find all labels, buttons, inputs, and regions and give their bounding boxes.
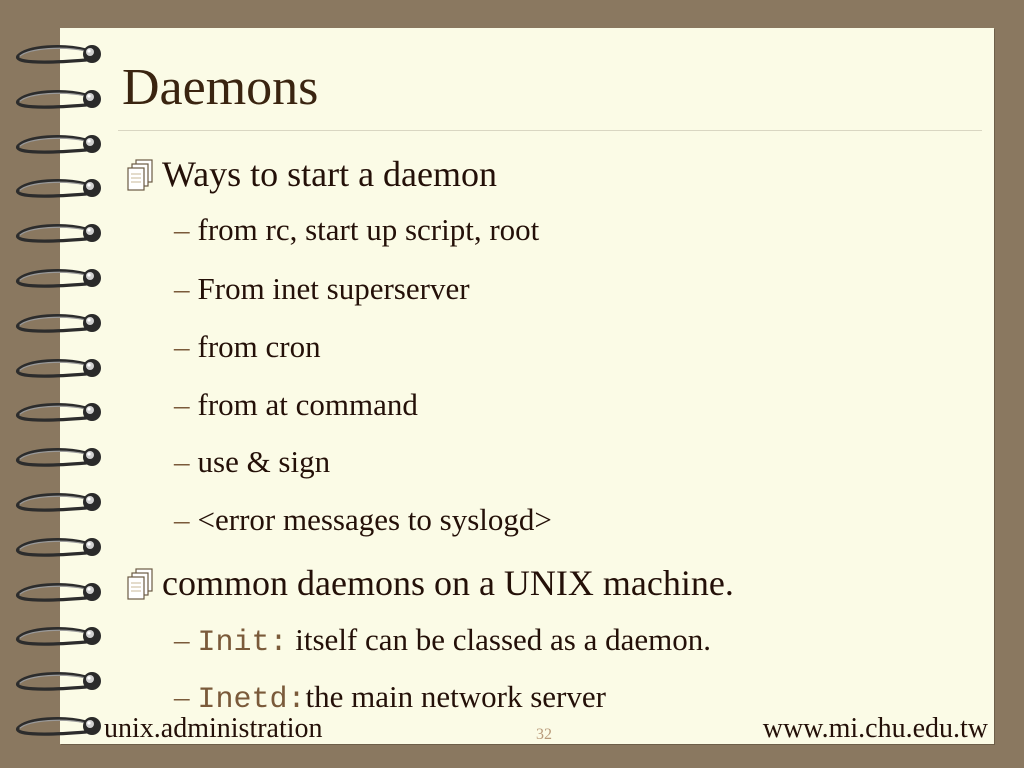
- dash-marker: –: [174, 271, 190, 306]
- code-term: Init:: [197, 626, 288, 660]
- spiral-ring-icon: [16, 537, 101, 557]
- spiral-ring-icon: [16, 358, 101, 378]
- item-text: use & sign: [197, 444, 331, 479]
- slide-page: [60, 28, 994, 744]
- heading-text: Ways to start a daemon: [162, 154, 498, 194]
- list-item: –<error messages to syslogd>: [174, 504, 552, 535]
- item-text: <error messages to syslogd>: [197, 502, 552, 537]
- list-item: –From inet superserver: [174, 273, 470, 304]
- notepad-icon: [127, 159, 153, 191]
- list-item: –Inetd:the main network server: [174, 681, 606, 715]
- spiral-ring-icon: [16, 627, 101, 647]
- list-item: –use & sign: [174, 446, 330, 477]
- spiral-ring-icon: [16, 269, 101, 288]
- spiral-ring-icon: [16, 448, 101, 467]
- dash-marker: –: [174, 679, 190, 714]
- spiral-ring-icon: [16, 134, 101, 154]
- footer-course: unix.administration: [104, 713, 323, 744]
- list-item: –from at command: [174, 389, 418, 420]
- item-text: from at command: [197, 387, 418, 422]
- notepad-icon: [127, 568, 153, 600]
- footer-website: www.mi.chu.edu.tw: [762, 713, 988, 744]
- list-item: –from cron: [174, 331, 321, 362]
- spiral-ring-icon: [16, 179, 101, 199]
- heading-text: common daemons on a UNIX machine.: [162, 563, 734, 603]
- spiral-ring-icon: [16, 582, 101, 602]
- spiral-ring-icon: [16, 493, 101, 512]
- spiral-ring-icon: [16, 45, 101, 64]
- spiral-ring-icon: [16, 717, 101, 736]
- dash-marker: –: [174, 622, 190, 657]
- list-item: –from rc, start up script, root: [174, 214, 539, 245]
- spiral-ring-icon: [16, 89, 101, 109]
- spiral-ring-icon: [16, 403, 101, 423]
- page-number: 32: [536, 726, 552, 743]
- list-item: –Init: itself can be classed as a daemon…: [174, 624, 711, 658]
- item-text: the main network server: [305, 679, 606, 714]
- spiral-ring-icon: [16, 313, 101, 333]
- bullet-heading-1: Ways to start a daemon: [122, 156, 497, 192]
- item-text: itself can be classed as a daemon.: [287, 622, 712, 657]
- item-text: From inet superserver: [197, 271, 470, 306]
- dash-marker: –: [174, 212, 190, 247]
- title-divider: [118, 130, 982, 131]
- code-term: Inetd:: [197, 683, 306, 717]
- slide-title: Daemons: [122, 59, 319, 116]
- item-text: from cron: [197, 329, 321, 364]
- dash-marker: –: [174, 502, 190, 537]
- spiral-ring-icon: [16, 224, 101, 243]
- dash-marker: –: [174, 329, 190, 364]
- dash-marker: –: [174, 387, 190, 422]
- item-text: from rc, start up script, root: [197, 212, 540, 247]
- spiral-ring-icon: [16, 672, 101, 691]
- bullet-heading-2: common daemons on a UNIX machine.: [122, 565, 734, 601]
- dash-marker: –: [174, 444, 190, 479]
